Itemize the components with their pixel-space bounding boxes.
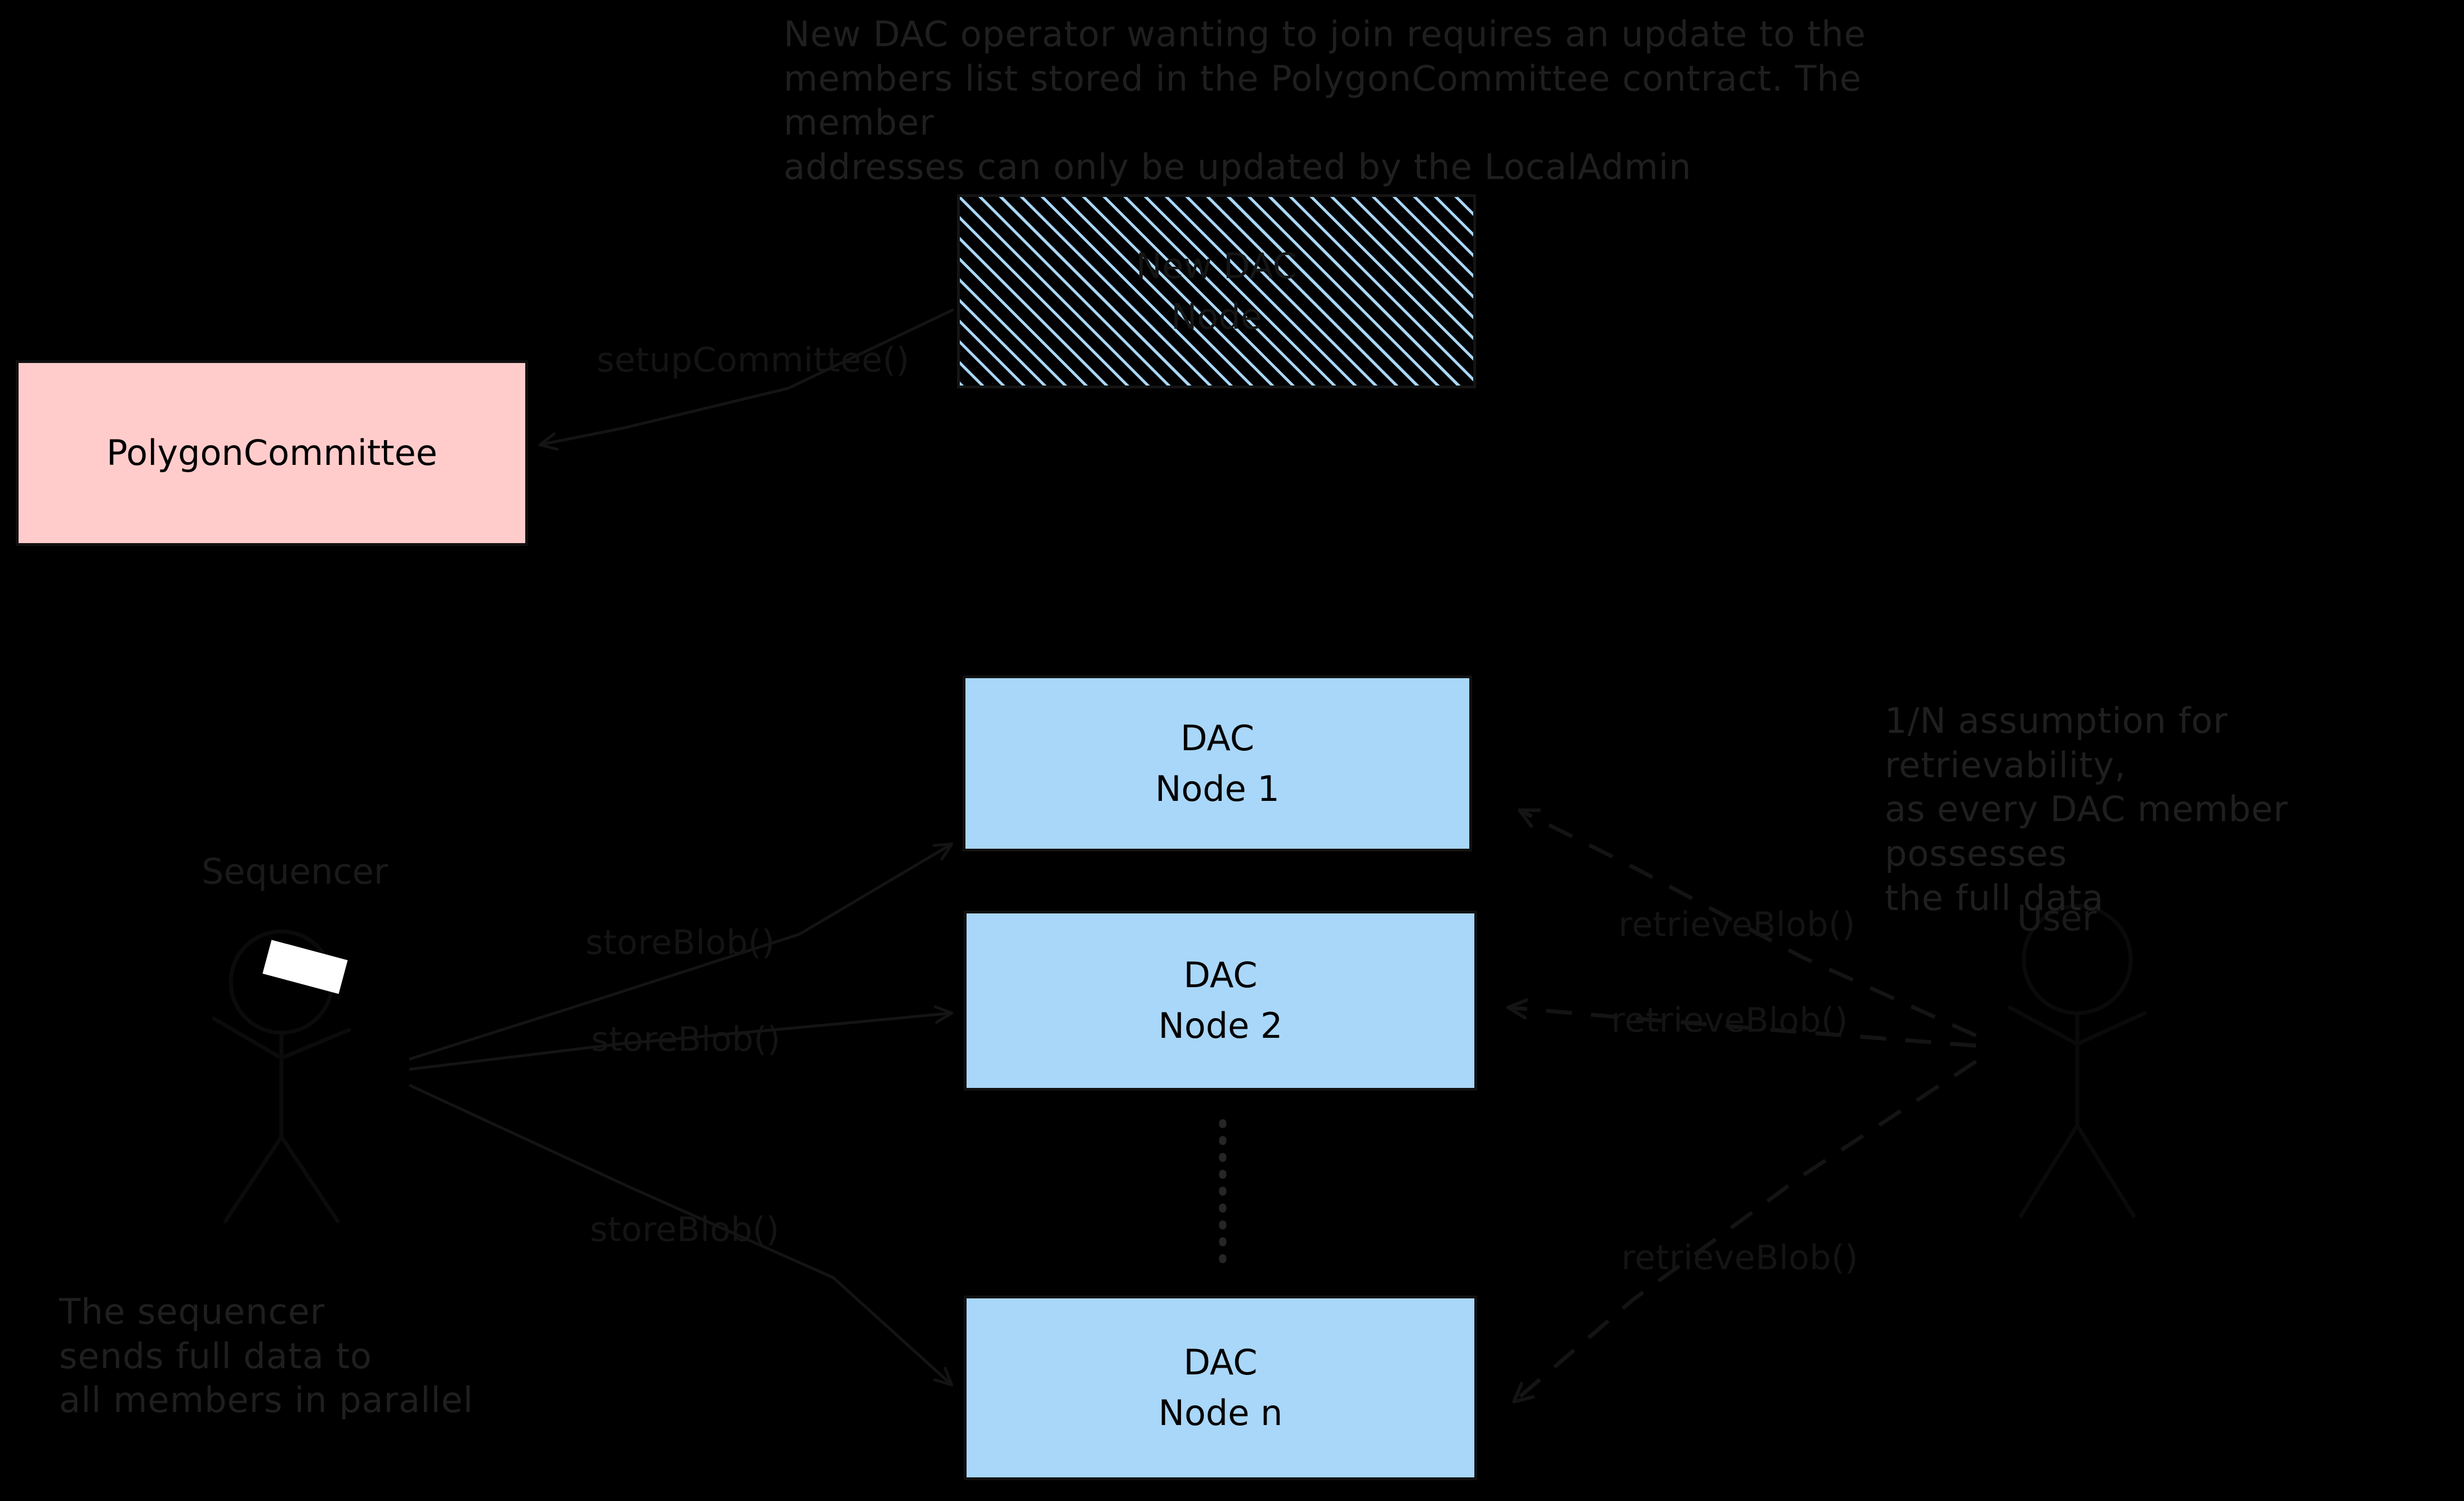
edge-label-retrieve-blob-n: retrieveBlob() (1621, 1238, 1858, 1278)
edge-label-store-blob-1: storeBlob() (585, 923, 775, 962)
edge-label-store-blob-2: storeBlob() (591, 1020, 781, 1059)
node-dac-node-2[interactable]: DAC Node 2 (964, 911, 1477, 1091)
edge-label-retrieve-blob-2: retrieveBlob() (1611, 1001, 1848, 1040)
node-new-dac-node[interactable]: New DAC Node (957, 194, 1476, 388)
edge-store-blob-2 (409, 1013, 951, 1071)
edge-setup-committee (540, 308, 955, 445)
edge-label-setup-committee: setupCommittee() (597, 340, 910, 380)
edge-retrieve-blob-n (1514, 1060, 1977, 1401)
edge-label-retrieve-blob-1: retrieveBlob() (1618, 905, 1855, 944)
user-label: User (2017, 898, 2097, 939)
edge-store-blob-n (408, 1083, 951, 1384)
sequencer-label: Sequencer (202, 851, 388, 892)
edge-label-store-blob-n: storeBlob() (590, 1210, 780, 1249)
node-polygon-committee[interactable]: PolygonCommittee (16, 360, 528, 546)
annotation-right: 1/N assumption for retrievability, as ev… (1885, 700, 2288, 918)
sequencer-actor-figure (212, 929, 351, 1224)
node-dac-node-n[interactable]: DAC Node n (964, 1296, 1477, 1480)
edge-retrieve-blob-2 (1509, 1007, 1976, 1048)
node-dac-node-1[interactable]: DAC Node 1 (963, 675, 1472, 852)
edge-retrieve-blob-1 (1520, 810, 1977, 1038)
edge-store-blob-1 (409, 844, 951, 1061)
annotation-top: New DAC operator wanting to join require… (784, 14, 1866, 188)
annotation-bottom-left: The sequencer sends full data to all mem… (59, 1291, 473, 1421)
user-actor-figure (2007, 904, 2147, 1218)
